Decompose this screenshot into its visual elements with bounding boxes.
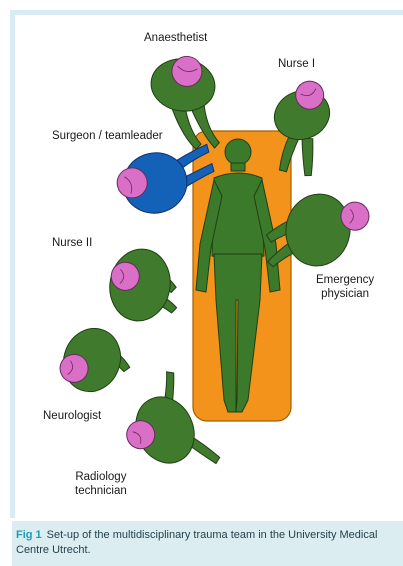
nurse-2-figure <box>104 244 185 327</box>
label-nurse-1: Nurse I <box>278 57 315 71</box>
label-radiology-line1: Radiology <box>75 470 127 484</box>
label-emergency-physician: Emergency physician <box>316 273 374 301</box>
label-emergency-line1: Emergency <box>316 273 374 287</box>
label-nurse-2: Nurse II <box>52 236 92 250</box>
label-neurologist: Neurologist <box>43 409 101 423</box>
caption-label: Fig 1 <box>16 529 42 541</box>
label-radiology-technician: Radiology technician <box>75 470 127 498</box>
trauma-team-diagram <box>0 0 403 520</box>
caption-text: Set-up of the multidisciplinary trauma t… <box>16 529 377 556</box>
label-anaesthetist: Anaesthetist <box>144 31 207 45</box>
neurologist-figure <box>55 320 139 403</box>
label-emergency-line2: physician <box>316 287 374 301</box>
label-radiology-line2: technician <box>75 484 127 498</box>
label-surgeon: Surgeon / teamleader <box>52 129 163 143</box>
